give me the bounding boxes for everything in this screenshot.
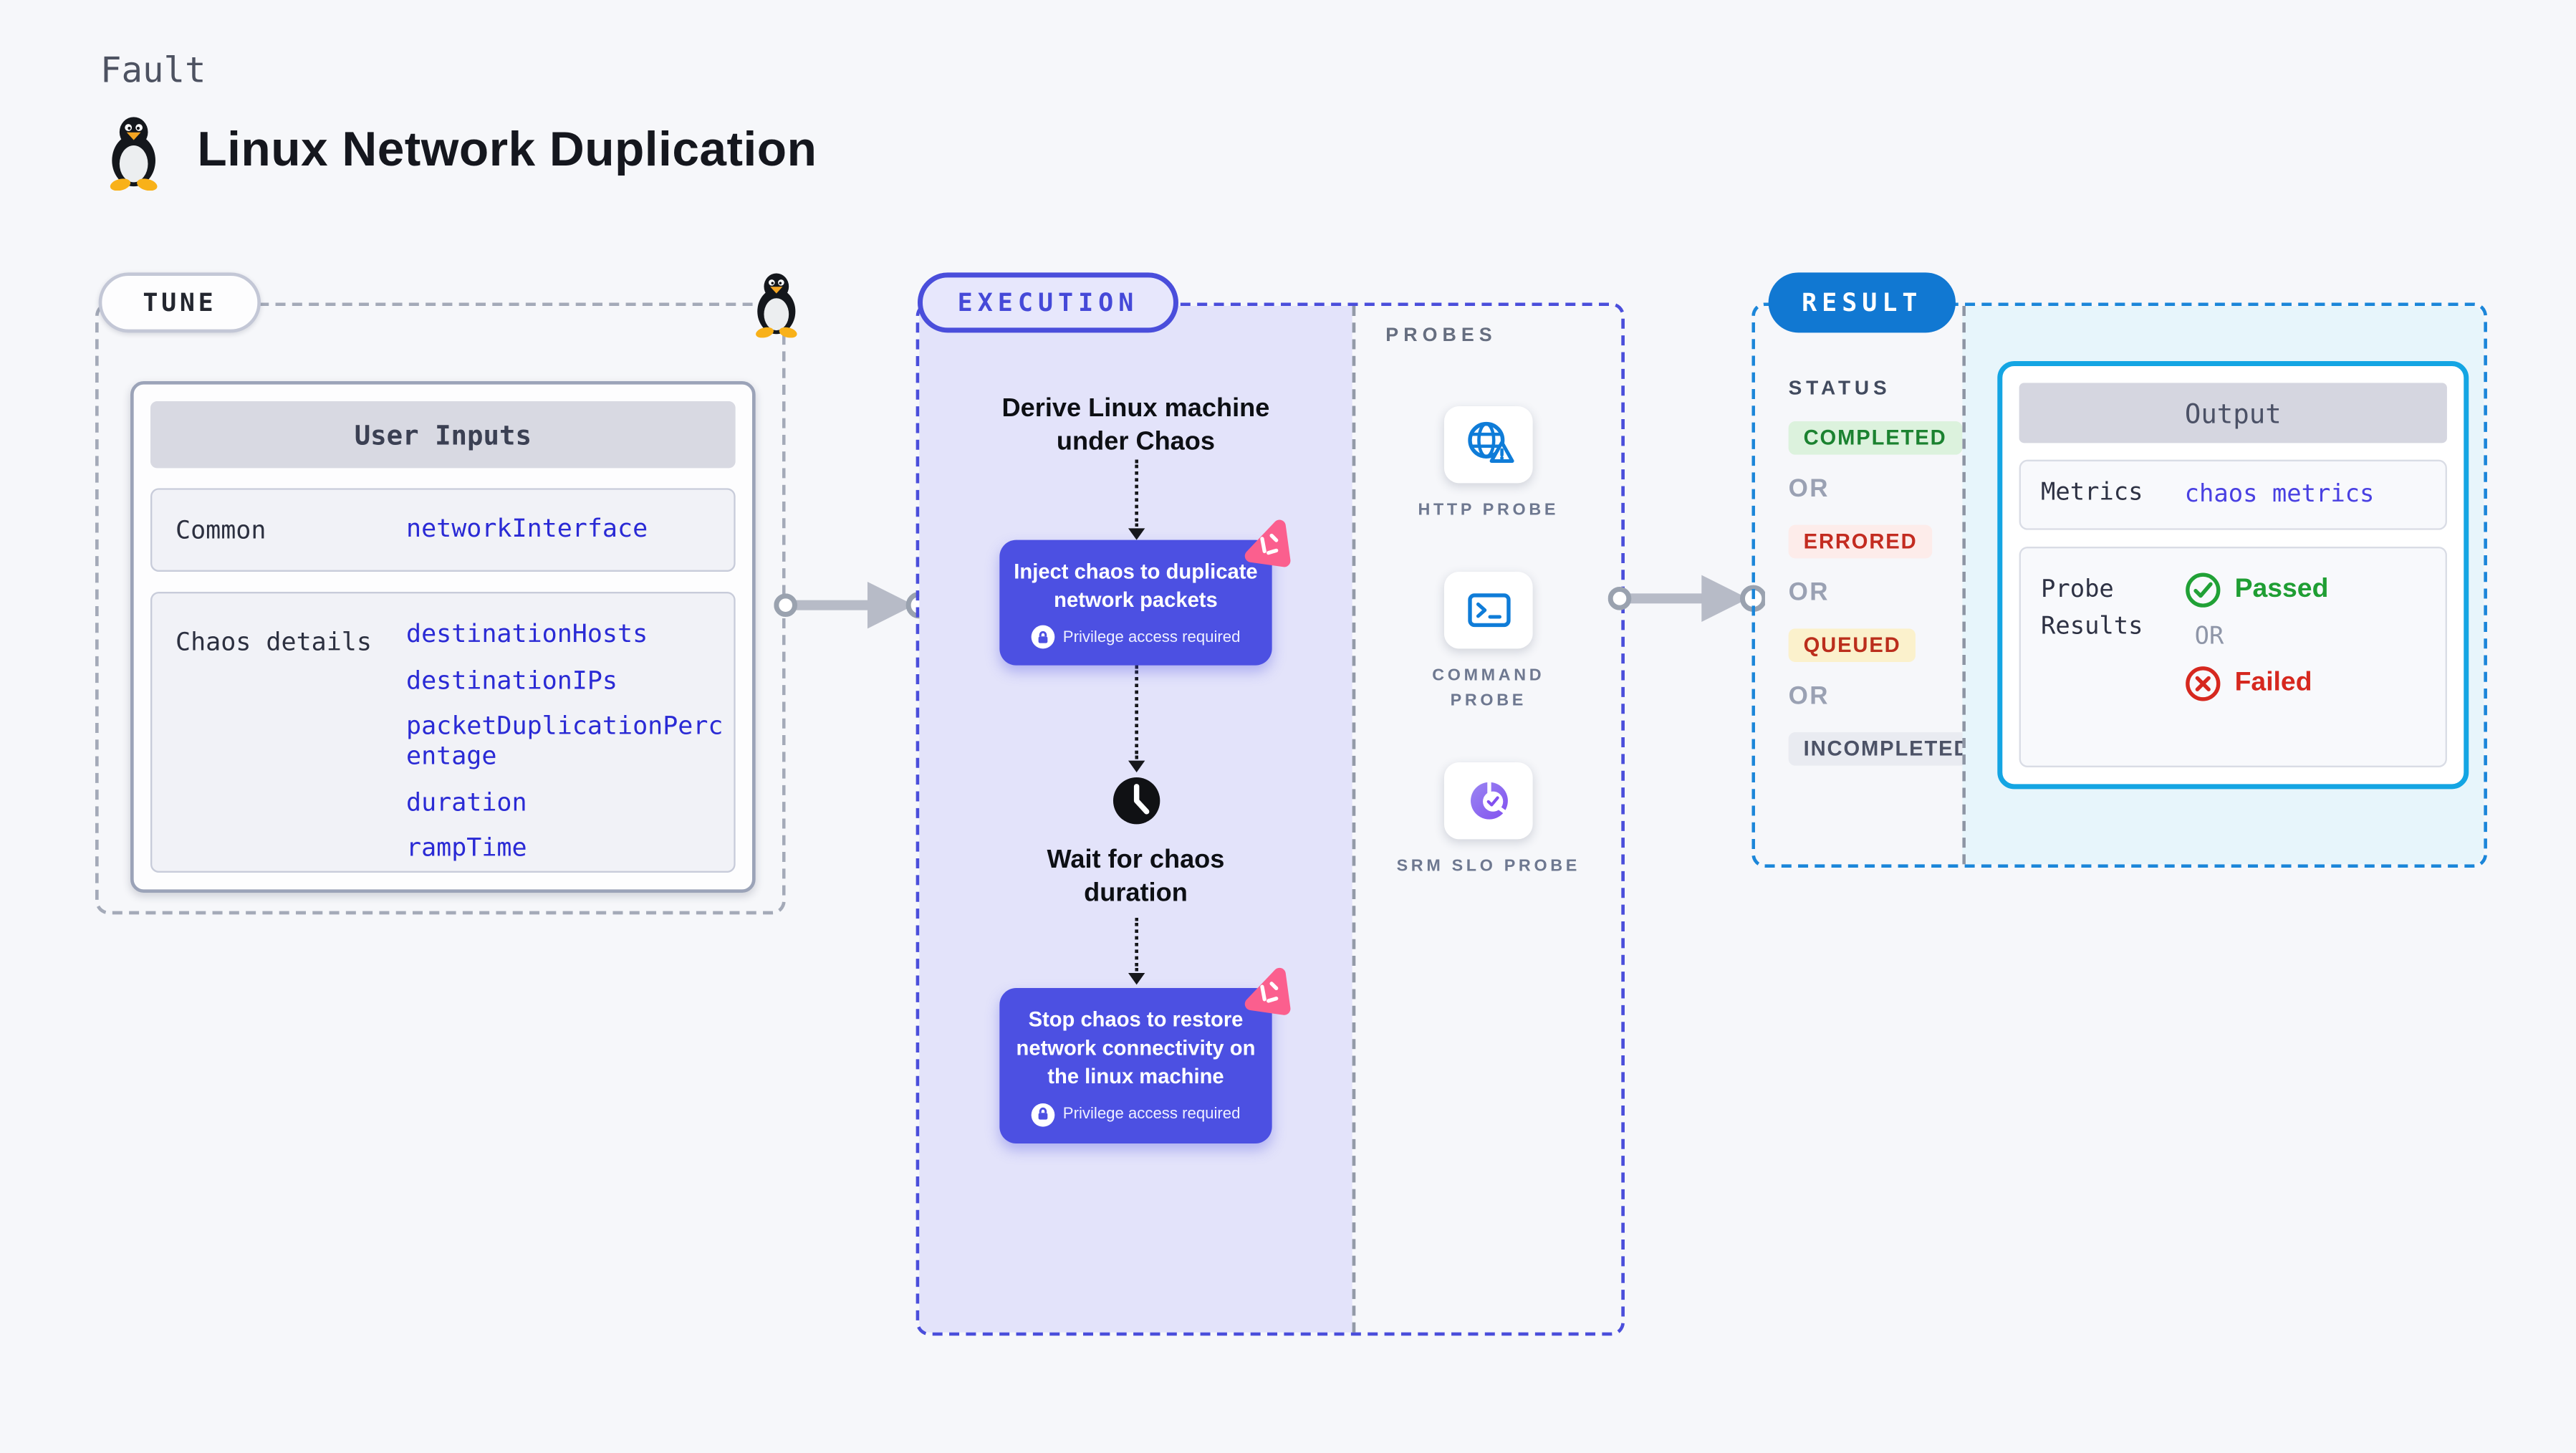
probe-item-srm-slo: SRM SLO PROBE	[1395, 761, 1582, 879]
probe-label: SRM SLO PROBE	[1396, 856, 1581, 876]
probes-heading: PROBES	[1385, 325, 1497, 346]
probe-results-values: Passed OR Failed	[2185, 548, 2329, 702]
user-inputs-row-common: Common networkInterface	[150, 488, 736, 572]
privilege-row: Privilege access required	[1013, 625, 1259, 650]
step-wait-duration: Wait for chaos duration	[1047, 846, 1225, 908]
input-value-link[interactable]: rampTime	[405, 833, 527, 864]
failed-line: Failed	[2185, 666, 2329, 702]
probe-results-row: Probe Results Passed OR	[2019, 546, 2447, 767]
lock-icon	[1031, 1103, 1055, 1126]
probe-label: HTTP PROBE	[1418, 501, 1559, 520]
or-separator: OR	[1788, 681, 1830, 711]
user-inputs-card: User Inputs Common networkInterface Chao…	[130, 380, 756, 893]
node-label: Inject chaos to duplicate network packet…	[1014, 559, 1258, 611]
output-zone: Output Metrics chaos metrics Probe Resul…	[1962, 305, 2484, 865]
chaos-metrics-link[interactable]: chaos metrics	[2184, 481, 2375, 509]
input-value-link[interactable]: packetDuplicationPercentage	[405, 711, 724, 771]
failed-label: Failed	[2234, 668, 2312, 697]
command-probe-card[interactable]	[1443, 570, 1533, 648]
probes-panel: PROBES HTTP PROBE	[1352, 305, 1622, 1333]
privilege-note: Privilege access required	[1062, 1105, 1241, 1124]
input-value-link[interactable]: destinationIPs	[405, 664, 618, 695]
lock-icon	[1031, 625, 1055, 650]
clock-icon	[1112, 777, 1160, 825]
fault-kicker: Fault	[100, 49, 206, 90]
status-column: STATUS COMPLETED OR ERRORED OR QUEUED OR…	[1755, 306, 1986, 864]
globe-warning-icon	[1467, 421, 1514, 463]
inject-chaos-node[interactable]: Inject chaos to duplicate network packet…	[999, 519, 1291, 666]
slo-pie-check-icon	[1469, 780, 1507, 819]
execution-flow: Derive Linux machine under Chaos Inject …	[919, 305, 1352, 1333]
metrics-row: Metrics chaos metrics	[2019, 459, 2447, 530]
title-row: Linux Network Duplication	[100, 110, 817, 191]
result-section: STATUS COMPLETED OR ERRORED OR QUEUED OR…	[1751, 302, 2487, 868]
input-row-label: Common	[175, 514, 266, 545]
tune-pill: TUNE	[98, 272, 261, 333]
status-badge-queued: QUEUED	[1788, 628, 1916, 662]
check-circle-icon	[2186, 572, 2221, 608]
stop-chaos-node[interactable]: Stop chaos to restore network connectivi…	[999, 967, 1291, 1143]
page-title: Linux Network Duplication	[197, 123, 817, 177]
linux-tux-icon	[110, 117, 158, 191]
result-pill: RESULT	[1768, 272, 1956, 333]
execution-to-result-arrow	[1607, 575, 1765, 622]
connector-arrow	[1127, 666, 1145, 773]
passed-label: Passed	[2234, 575, 2329, 604]
connector-arrow	[1127, 459, 1145, 540]
input-value-link[interactable]: destinationHosts	[405, 618, 648, 649]
node-label: Stop chaos to restore network connectivi…	[1016, 1008, 1256, 1088]
user-inputs-row-chaos-details: Chaos details destinationHosts destinati…	[150, 591, 736, 873]
probe-item-http: HTTP PROBE	[1395, 406, 1582, 524]
privilege-note: Privilege access required	[1062, 628, 1241, 647]
status-badge-errored: ERRORED	[1788, 524, 1933, 559]
status-badge-completed: COMPLETED	[1788, 421, 1962, 455]
output-card: Output Metrics chaos metrics Probe Resul…	[1997, 360, 2469, 790]
chaos-pinwheel-icon	[1244, 967, 1291, 1015]
linux-tux-icon-small	[756, 273, 797, 338]
x-circle-icon	[2186, 666, 2221, 701]
chaos-pinwheel-icon	[1244, 519, 1291, 567]
wait-step	[1110, 777, 1160, 835]
probe-label: COMMAND PROBE	[1432, 666, 1545, 711]
metrics-label: Metrics	[2040, 479, 2143, 507]
probe-item-command: COMMAND PROBE	[1395, 570, 1582, 715]
output-header: Output	[2019, 383, 2447, 443]
user-inputs-header: User Inputs	[150, 401, 736, 469]
step-derive-machine: Derive Linux machine under Chaos	[1001, 394, 1270, 456]
connector-arrow	[1127, 918, 1145, 985]
http-probe-card[interactable]	[1443, 406, 1533, 484]
tune-to-execution-arrow	[774, 581, 931, 629]
privilege-row: Privilege access required	[1013, 1103, 1259, 1126]
input-row-label: Chaos details	[175, 626, 372, 657]
srm-slo-probe-card[interactable]	[1443, 761, 1533, 839]
or-separator: OR	[1788, 474, 1830, 504]
execution-section: Derive Linux machine under Chaos Inject …	[915, 302, 1625, 1336]
or-separator: OR	[2194, 623, 2224, 651]
passed-line: Passed	[2185, 572, 2329, 608]
input-value-link[interactable]: networkInterface	[405, 513, 648, 544]
status-heading: STATUS	[1788, 375, 1891, 400]
terminal-icon	[1467, 593, 1510, 626]
execution-pill: EXECUTION	[917, 272, 1178, 333]
or-separator: OR	[1788, 578, 1830, 607]
status-badge-incompleted: INCOMPLETED	[1788, 732, 1986, 766]
input-value-link[interactable]: duration	[405, 787, 527, 817]
probe-results-label: Probe Results	[2040, 576, 2143, 641]
